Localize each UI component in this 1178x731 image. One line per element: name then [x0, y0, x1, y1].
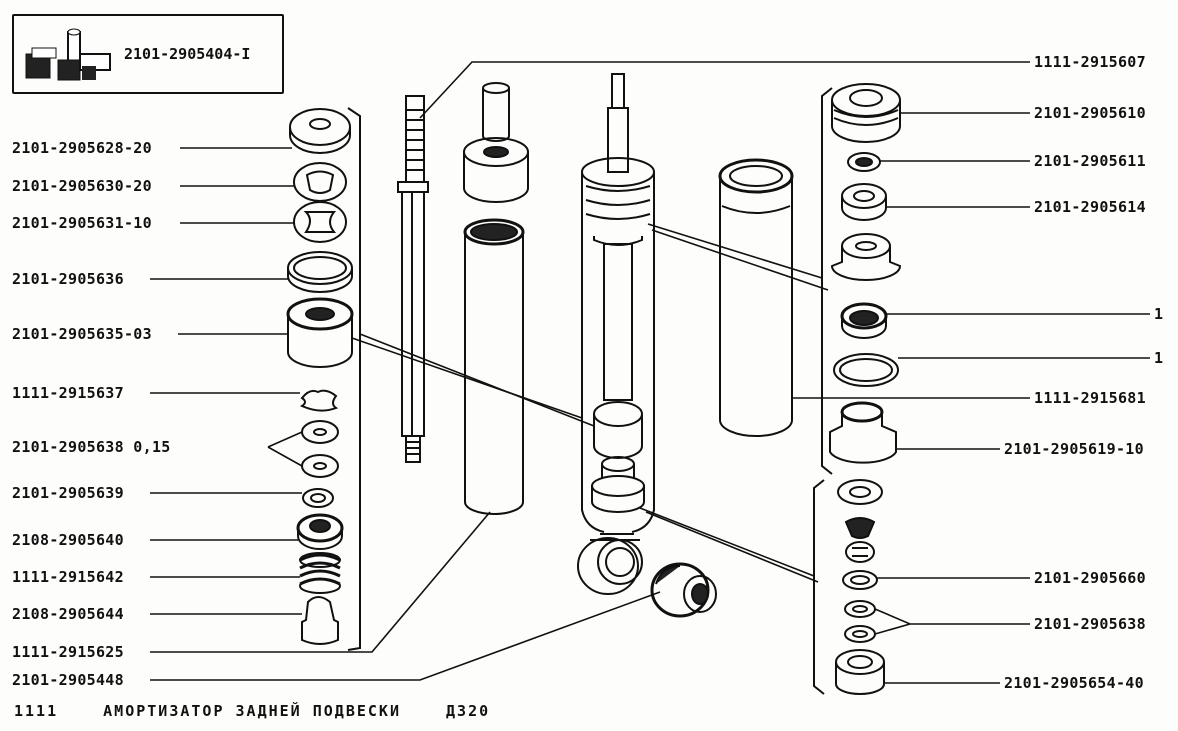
piston-rod — [397, 95, 429, 463]
right-upper-bracket — [821, 87, 833, 475]
part-label: 2101-2905619-10 — [1004, 440, 1144, 458]
reference-kit-box: 2101-2905404-I — [12, 14, 284, 94]
footer-model: 1111 — [14, 702, 59, 720]
left-parts — [286, 108, 354, 645]
kit-package-icon — [25, 28, 111, 81]
left-group-bracket — [347, 107, 361, 651]
dust-cover — [718, 158, 794, 437]
part-label: 2101-2905636 — [12, 270, 124, 288]
footer-code: Д320 — [446, 702, 491, 720]
part-label: 2101-2905448 — [12, 671, 124, 689]
leader-lines — [150, 61, 1150, 684]
part-label: 1111-2915681 — [1034, 389, 1146, 407]
part-label: 2101-2905611 — [1034, 152, 1146, 170]
right-lower-bracket — [813, 479, 825, 695]
drawing-footer: 1111 АМОРТИЗАТОР ЗАДНЕЙ ПОДВЕСКИ Д320 — [14, 702, 524, 720]
footer-title: АМОРТИЗАТОР ЗАДНЕЙ ПОДВЕСКИ — [103, 702, 401, 720]
part-label: 1 — [1154, 305, 1164, 323]
part-label: 2101-2905635-03 — [12, 325, 152, 343]
part-label: 2101-2905654-40 — [1004, 674, 1144, 692]
part-label: 2101-2905638 0,15 — [12, 438, 171, 456]
part-label: 2101-2905630-20 — [12, 177, 152, 195]
part-label: 2101-2905631-10 — [12, 214, 152, 232]
part-label: 2101-2905610 — [1034, 104, 1146, 122]
part-label: 1111-2915607 — [1034, 53, 1146, 71]
absorber-assembly — [577, 73, 655, 595]
part-label: 2108-2905640 — [12, 531, 124, 549]
center-parts — [463, 82, 529, 515]
part-label: 1111-2915625 — [12, 643, 124, 661]
part-label: 2101-2905639 — [12, 484, 124, 502]
part-label: 1111-2915642 — [12, 568, 124, 586]
part-label: 2108-2905644 — [12, 605, 124, 623]
part-label: 2101-2905614 — [1034, 198, 1146, 216]
part-label: 2101-2905628-20 — [12, 139, 152, 157]
reference-code: 2101-2905404-I — [124, 45, 251, 63]
silent-block — [650, 562, 717, 618]
part-label: 2101-2905660 — [1034, 569, 1146, 587]
part-label: 2101-2905638 — [1034, 615, 1146, 633]
part-label: 1 — [1154, 349, 1164, 367]
part-label: 1111-2915637 — [12, 384, 124, 402]
right-parts — [829, 83, 902, 695]
